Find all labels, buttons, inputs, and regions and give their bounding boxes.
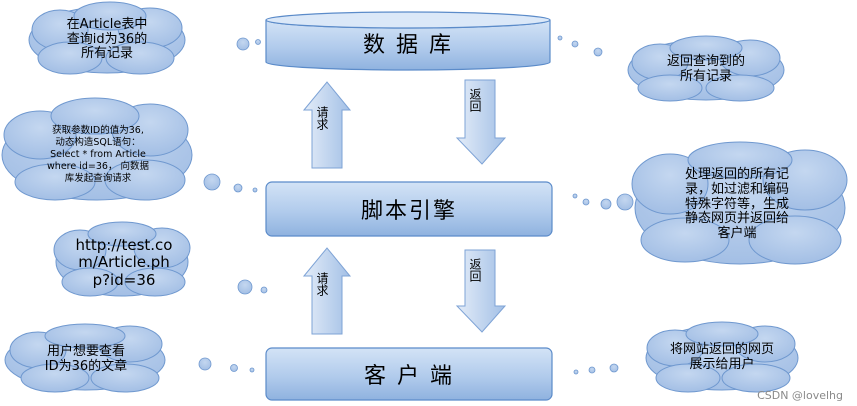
- display-note-text: 将网站返回的网页 展示给用户: [669, 342, 774, 372]
- connector-bubble: [609, 363, 619, 373]
- request-arrow-label-1: 请求: [315, 106, 329, 130]
- connector-bubble: [252, 187, 258, 193]
- database-box: [265, 11, 551, 71]
- cloud-user-note: [4, 323, 166, 393]
- return-arrow-down-2: [455, 249, 507, 333]
- connector-bubble: [255, 39, 261, 45]
- watermark: CSDN @lovelhg: [757, 389, 843, 402]
- cloud-return-records-note: [627, 35, 785, 102]
- connector-bubble: [203, 173, 221, 191]
- sql-note-text: 获取参数ID的值为36, 动态构造SQL语句： Select * from Ar…: [47, 125, 149, 184]
- client-box: [265, 347, 553, 401]
- cloud-sql-note: [1, 97, 193, 201]
- request-arrow-up-1: [302, 81, 352, 169]
- engine-box: [265, 181, 553, 237]
- connector-bubble: [600, 198, 612, 210]
- connector-bubble: [582, 198, 590, 206]
- connector-bubble: [233, 183, 243, 193]
- cloud-url-note: [53, 221, 191, 297]
- connector-bubble: [236, 37, 250, 51]
- connector-bubble: [249, 367, 255, 373]
- cloud-query-note: [28, 1, 186, 75]
- connector-bubble: [572, 193, 578, 199]
- connector-bubble: [573, 369, 579, 375]
- url-note-text: http://test.co m/Article.ph p?id=36: [75, 236, 173, 289]
- database-label: 数 据 库: [363, 33, 453, 58]
- cloud-process-note: [631, 141, 848, 265]
- query-note-text: 在Article表中 查询id为36的 所有记录: [66, 16, 148, 62]
- request-arrow-up-2: [302, 247, 352, 335]
- connector-bubble: [237, 279, 253, 295]
- user-note-text: 用户想要查看 ID为36的文章: [44, 344, 128, 374]
- return-arrow-label-2: 返回: [468, 258, 482, 282]
- client-label: 客 户 端: [364, 364, 454, 389]
- return-arrow-down-1: [455, 79, 507, 165]
- connector-bubble: [198, 357, 212, 371]
- cloud-display-note: [645, 321, 799, 393]
- return-records-note-text: 返回查询到的 所有记录: [666, 54, 745, 84]
- connector-bubble: [260, 286, 268, 294]
- process-note-text: 处理返回的所有记 录，如过滤和编码 特殊字符等，生成 静态网页并返回给 客户端: [684, 166, 789, 242]
- connector-bubble: [588, 366, 596, 374]
- connector-bubble: [230, 364, 238, 372]
- connector-bubble: [593, 47, 603, 57]
- connector-bubble: [616, 193, 634, 211]
- connector-bubble: [571, 40, 579, 48]
- return-arrow-label-1: 返回: [468, 88, 482, 112]
- connector-bubble: [557, 35, 563, 41]
- engine-label: 脚本引擎: [360, 199, 457, 224]
- request-arrow-label-2: 请求: [315, 272, 329, 296]
